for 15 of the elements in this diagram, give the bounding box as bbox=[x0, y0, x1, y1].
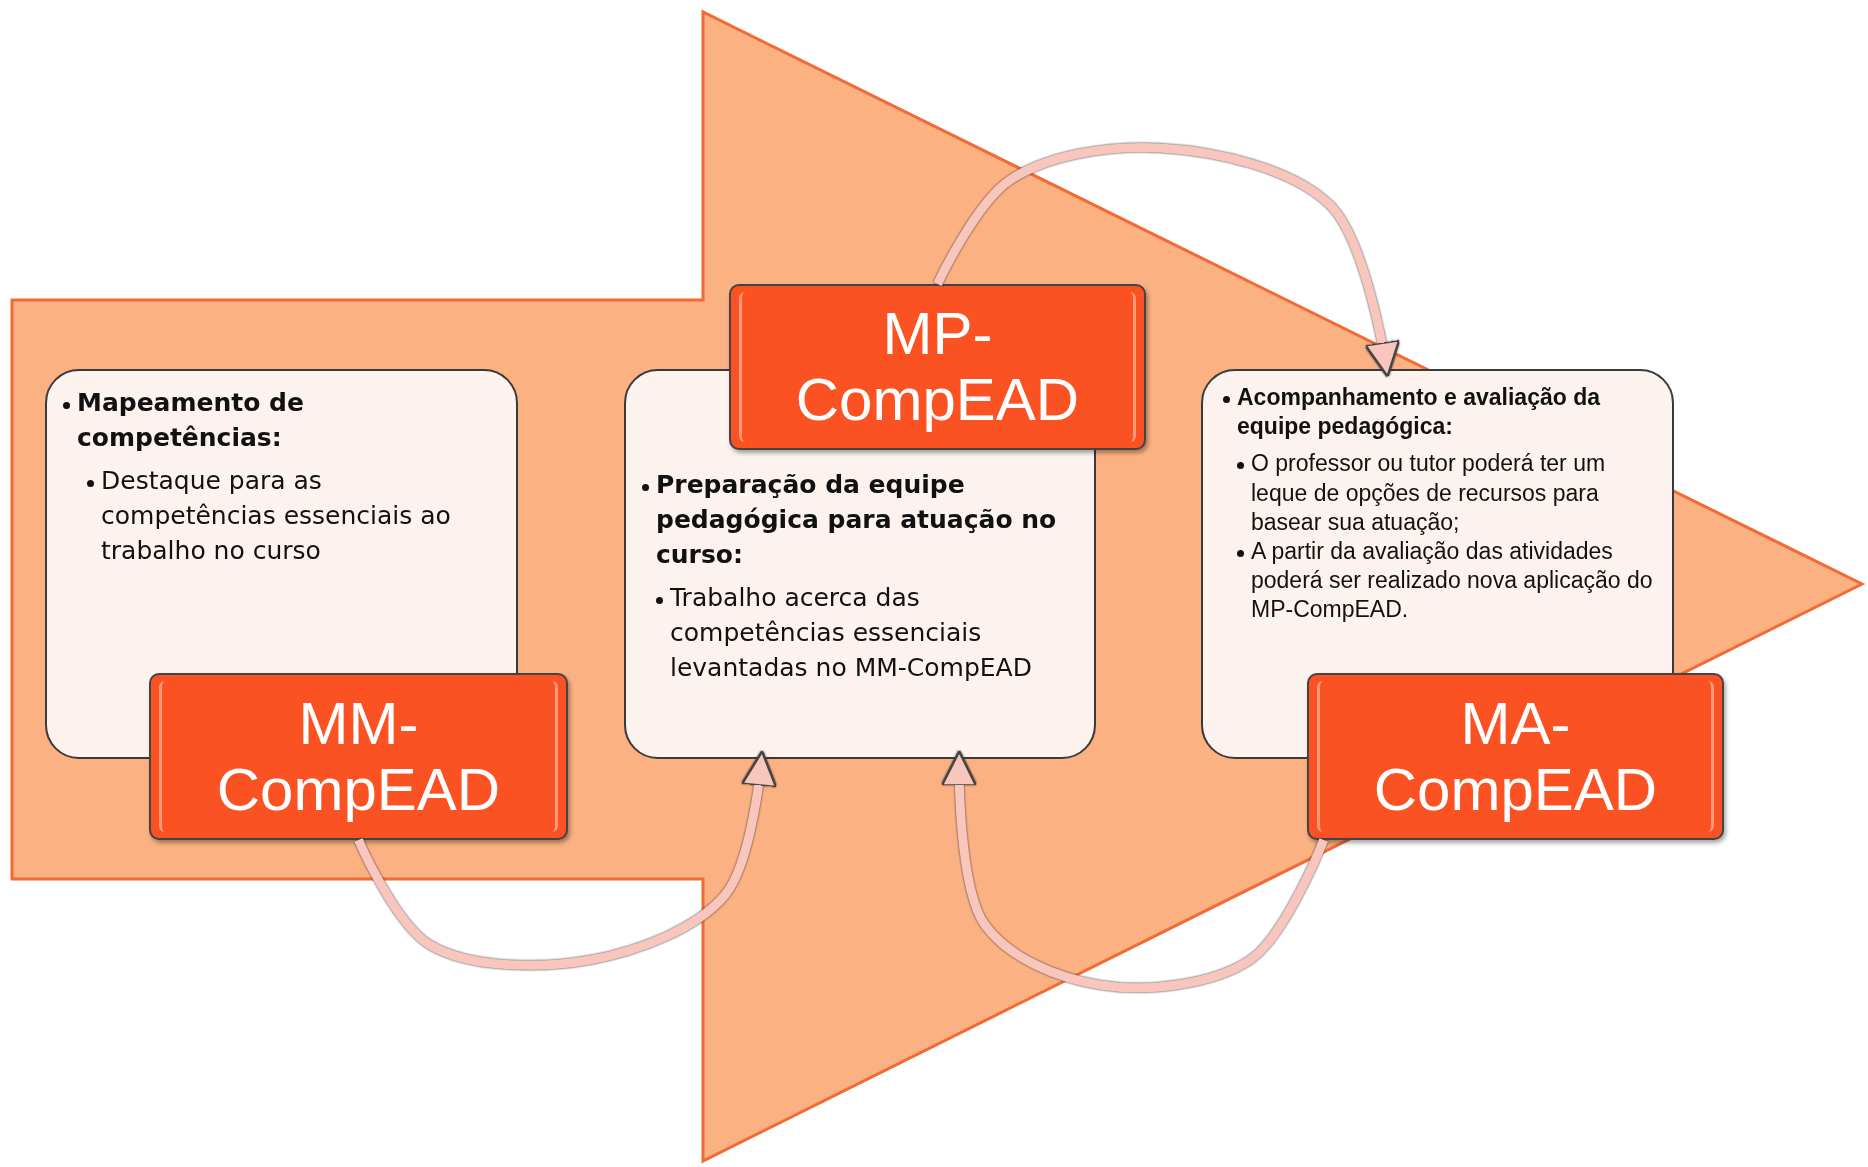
curved-arrow bbox=[940, 750, 1328, 993]
heading-text: Acompanhamento e avaliação da equipe pedagógica: bbox=[1237, 383, 1602, 442]
title-label-box bbox=[1307, 673, 1724, 840]
bullet-text: Destaque para as competências essenciais ao trabalho no curso bbox=[101, 465, 452, 567]
stage-title: MA-CompEAD bbox=[1372, 690, 1659, 823]
bullet-text: O professor ou tutor poderá ter um leque de opções de recursos para basear sua atuação; bbox=[1251, 449, 1607, 537]
title-label-box bbox=[149, 673, 568, 840]
stage-title: MP-CompEAD bbox=[794, 301, 1081, 433]
curved-arrow bbox=[933, 143, 1401, 378]
bullet-text: Trabalho acerca das competências essenciais levantadas no MM-CompEAD bbox=[670, 582, 1033, 684]
stage-title: MM-CompEAD bbox=[215, 690, 502, 823]
title-label-box bbox=[729, 284, 1146, 450]
heading-text: Mapeamento de competências: bbox=[77, 387, 305, 454]
heading-text: Preparação da equipe pedagógica para atuação no curso: bbox=[656, 469, 1058, 571]
bullet-text: A partir da avaliação das atividades poderá ser realizado nova aplicação do MP-CompEAD. bbox=[1251, 537, 1654, 625]
